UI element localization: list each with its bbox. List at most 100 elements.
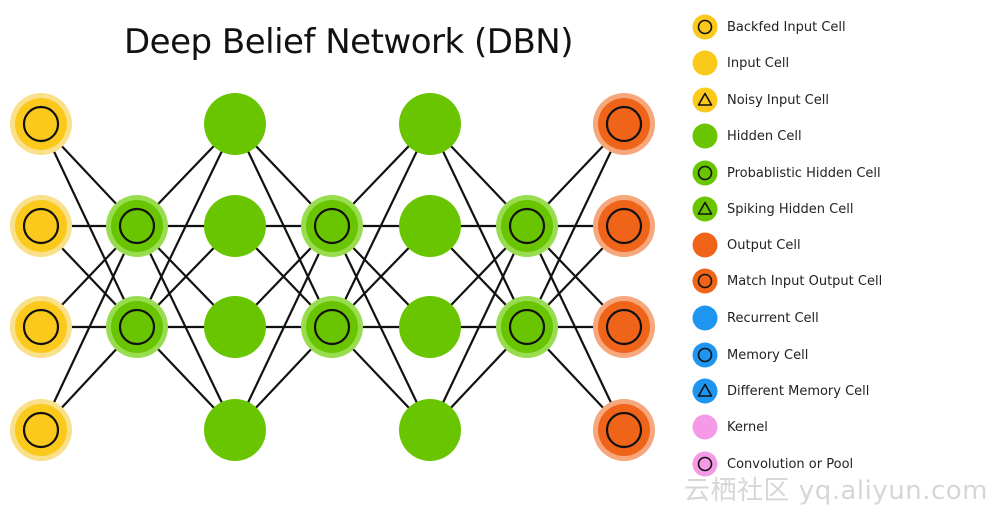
edge-hidden-layer-2-4-to-hidden-layer-3-1: [234, 225, 333, 431]
output-layer-node-1: [593, 93, 655, 155]
backfed-input-cell-inner-ring: [22, 411, 60, 449]
output-cell-icon: [692, 232, 718, 258]
legend-item-output-cell: Output Cell: [692, 230, 801, 260]
backfed-input-cell-icon: [692, 14, 718, 40]
edge-hidden-layer-4-4-to-hidden-layer-5-1: [429, 225, 528, 431]
hidden-cell-outer: [399, 296, 461, 358]
hidden-cell-outer: [399, 399, 461, 461]
noisy-input-cell-icon: [692, 87, 718, 113]
backfed-input-cell-fill: [15, 404, 67, 456]
network-diagram: [10, 93, 655, 461]
match-input-output-cell-inner-ring: [605, 207, 643, 245]
legend-item-spiking-hidden-cell: Spiking Hidden Cell: [692, 194, 853, 224]
legend-label: Probablistic Hidden Cell: [727, 165, 881, 181]
probabilistic-hidden-cell-inner-ring: [508, 207, 546, 245]
hidden-cell-outer: [204, 93, 266, 155]
legend-item-match-input-output-cell: Match Input Output Cell: [692, 266, 882, 296]
match-input-output-cell-fill: [598, 200, 650, 252]
legend-item-memory-cell: Memory Cell: [692, 340, 808, 370]
hidden-cell-outer: [204, 399, 266, 461]
different-memory-cell-icon: [692, 378, 718, 404]
match-input-output-cell-fill: [598, 98, 650, 150]
legend-label: Kernel: [727, 419, 768, 435]
probabilistic-hidden-cell-fill: [306, 200, 358, 252]
probabilistic-hidden-cell-inner-ring: [118, 308, 156, 346]
backfed-input-cell-fill: [15, 200, 67, 252]
memory-cell-icon: [692, 342, 718, 368]
backfed-input-cell-inner-ring: [22, 308, 60, 346]
probabilistic-hidden-cell-fill: [111, 301, 163, 353]
match-input-output-cell-fill: [598, 301, 650, 353]
edge-input-layer-4-to-hidden-layer-1-1: [40, 225, 138, 431]
match-input-output-cell-inner-ring: [605, 105, 643, 143]
backfed-input-cell-fill: [15, 98, 67, 150]
input-layer-node-2: [10, 195, 72, 257]
convolution-or-pool-icon: [692, 451, 718, 477]
hidden-layer-4-node-4: [399, 399, 461, 461]
watermark-text: 云栖社区 yq.aliyun.com: [684, 476, 988, 506]
input-layer-node-4: [10, 399, 72, 461]
match-input-output-cell-icon: [692, 268, 718, 294]
hidden-layer-2-node-1: [204, 93, 266, 155]
hidden-cell-icon: [692, 123, 718, 149]
hidden-cell-outer: [204, 195, 266, 257]
recurrent-cell-icon: [692, 305, 718, 331]
legend-item-kernel: Kernel: [692, 412, 768, 442]
legend-item-different-memory-cell: Different Memory Cell: [692, 376, 869, 406]
input-cell-icon: [692, 50, 718, 76]
backfed-input-cell-fill: [15, 301, 67, 353]
match-input-output-cell-fill: [598, 404, 650, 456]
hidden-cell-outer: [399, 93, 461, 155]
hidden-layer-1-node-2: [106, 296, 168, 358]
legend-label: Memory Cell: [727, 347, 809, 363]
diagram-title: Deep Belief Network (DBN): [124, 22, 573, 62]
output-layer-node-3: [593, 296, 655, 358]
input-layer-node-3: [10, 296, 72, 358]
probablistic-hidden-cell-icon: [692, 160, 718, 186]
edge-hidden-layer-1-2-to-hidden-layer-2-1: [136, 123, 236, 328]
legend-item-input-cell: Input Cell: [692, 48, 789, 78]
legend-item-probablistic-hidden-cell: Probablistic Hidden Cell: [692, 158, 881, 188]
output-layer-node-4: [593, 399, 655, 461]
legend-item-convolution-or-pool: Convolution or Pool: [692, 449, 853, 479]
probabilistic-hidden-cell-inner-ring: [118, 207, 156, 245]
match-input-output-cell-inner-ring: [605, 411, 643, 449]
legend-label: Different Memory Cell: [727, 383, 870, 399]
probabilistic-hidden-cell-fill: [501, 200, 553, 252]
legend-label: Backfed Input Cell: [727, 19, 846, 35]
legend-label: Convolution or Pool: [727, 456, 854, 472]
edge-hidden-layer-3-2-to-hidden-layer-4-1: [331, 123, 431, 328]
legend-item-recurrent-cell: Recurrent Cell: [692, 303, 819, 333]
legend-item-backfed-input-cell: Backfed Input Cell: [692, 12, 846, 42]
hidden-cell-outer: [399, 195, 461, 257]
network-edges: [40, 123, 625, 431]
hidden-layer-3-node-2: [301, 296, 363, 358]
backfed-input-cell-inner-ring: [22, 207, 60, 245]
legend-label: Recurrent Cell: [727, 310, 819, 326]
hidden-layer-4-node-2: [399, 195, 461, 257]
hidden-layer-5-node-1: [496, 195, 558, 257]
legend-item-hidden-cell: Hidden Cell: [692, 121, 802, 151]
hidden-layer-3-node-1: [301, 195, 363, 257]
legend-label: Output Cell: [727, 237, 801, 253]
probabilistic-hidden-cell-fill: [111, 200, 163, 252]
probabilistic-hidden-cell-fill: [501, 301, 553, 353]
legend-item-noisy-input-cell: Noisy Input Cell: [692, 85, 829, 115]
probabilistic-hidden-cell-inner-ring: [313, 308, 351, 346]
legend-label: Hidden Cell: [727, 128, 802, 144]
hidden-layer-2-node-3: [204, 296, 266, 358]
hidden-cell-outer: [204, 296, 266, 358]
hidden-layer-2-node-4: [204, 399, 266, 461]
hidden-layer-2-node-2: [204, 195, 266, 257]
hidden-layer-5-node-2: [496, 296, 558, 358]
kernel-icon: [692, 414, 718, 440]
spiking-hidden-cell-icon: [692, 196, 718, 222]
network-nodes: [10, 93, 655, 461]
match-input-output-cell-inner-ring: [605, 308, 643, 346]
output-layer-node-2: [593, 195, 655, 257]
probabilistic-hidden-cell-fill: [306, 301, 358, 353]
hidden-layer-1-node-1: [106, 195, 168, 257]
probabilistic-hidden-cell-inner-ring: [508, 308, 546, 346]
legend-label: Spiking Hidden Cell: [727, 201, 854, 217]
hidden-layer-4-node-3: [399, 296, 461, 358]
